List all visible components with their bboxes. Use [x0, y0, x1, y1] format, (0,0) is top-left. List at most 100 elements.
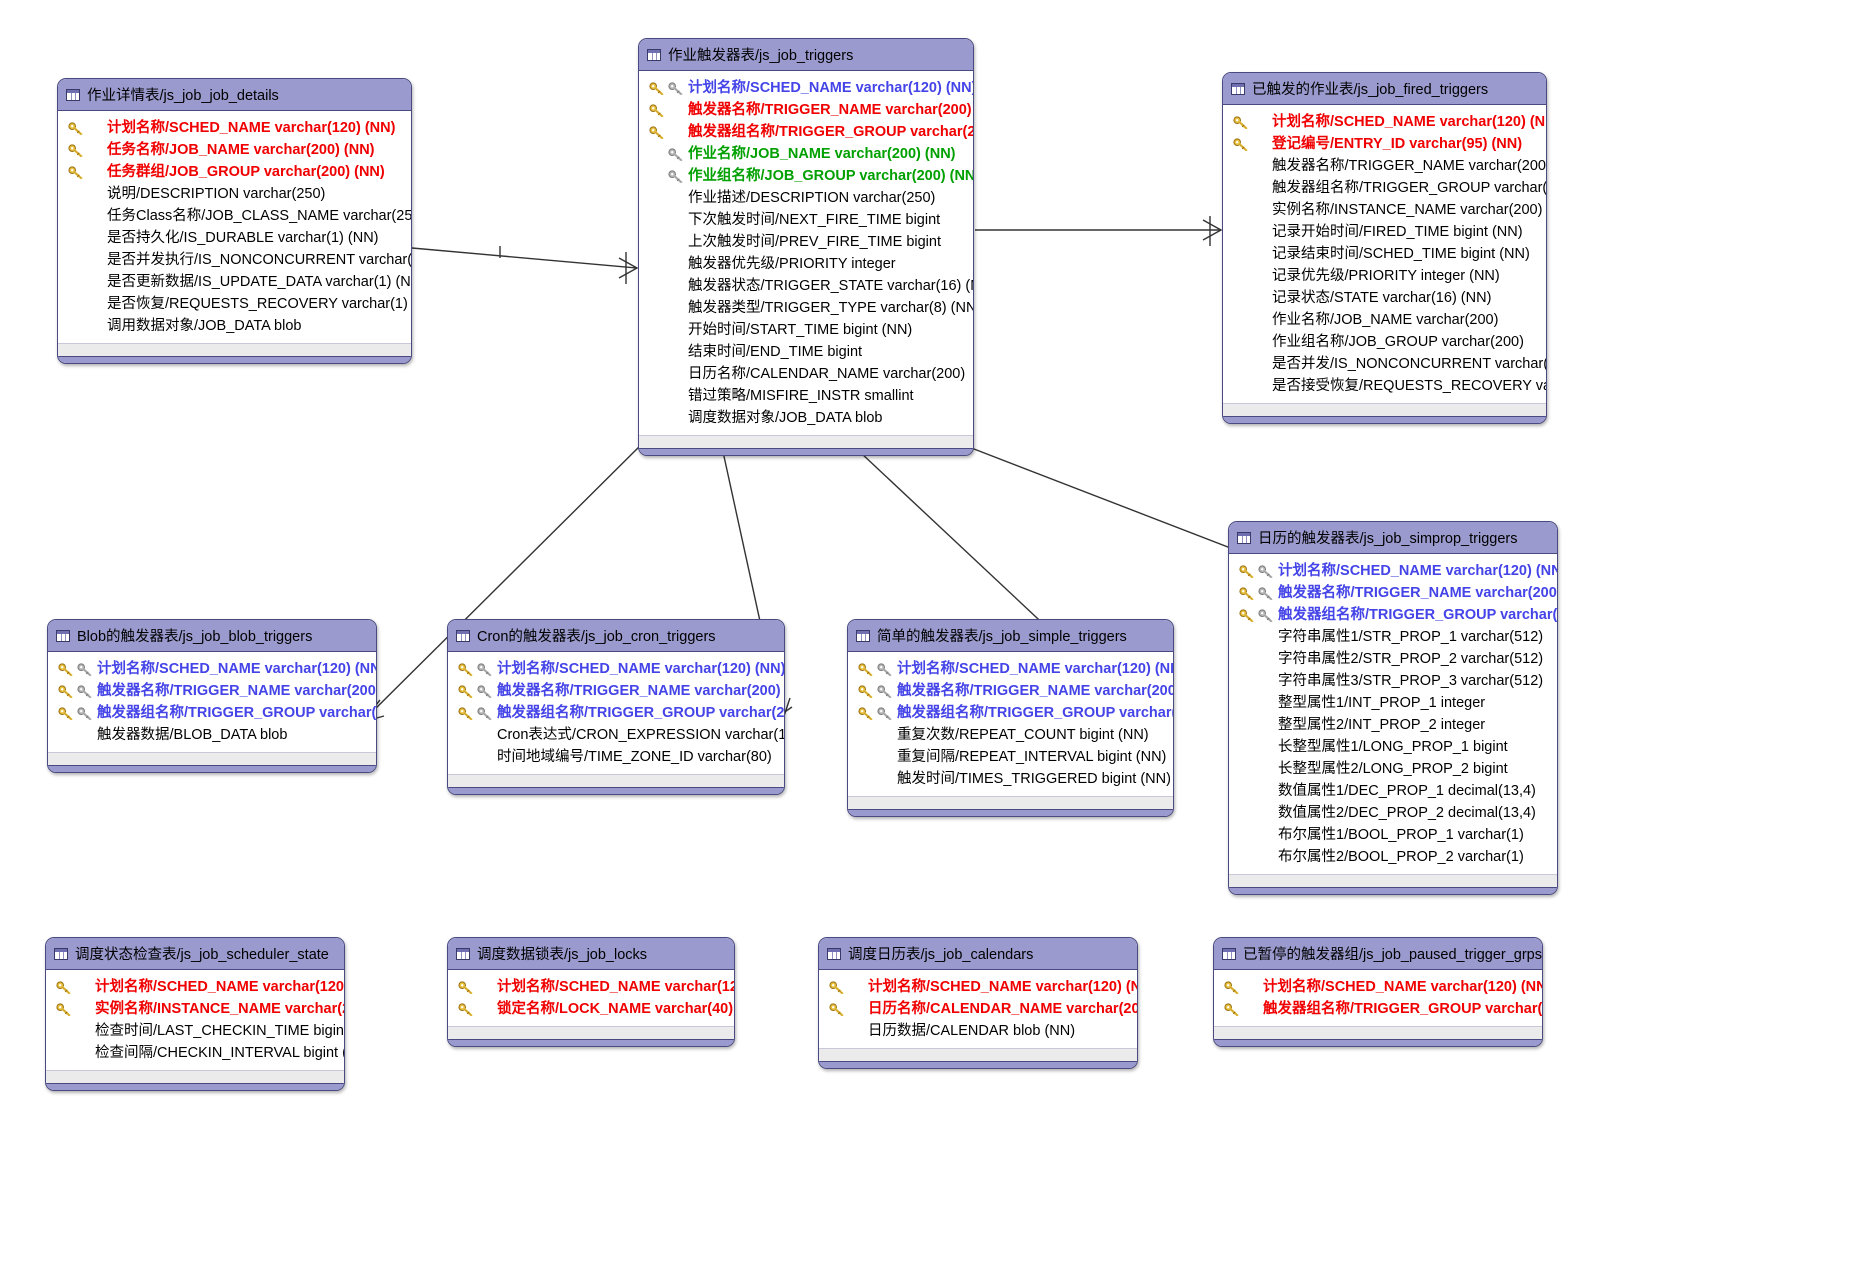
entity-job_cron_triggers[interactable]: Cron的触发器表/js_job_cron_triggers 计划名称/SCHE…	[447, 619, 785, 795]
attribute-row: 是否并发执行/IS_NONCONCURRENT varchar(1) (NN)	[66, 249, 411, 271]
attribute-label: 下次触发时间/NEXT_FIRE_TIME bigint	[688, 211, 941, 228]
entity-job_scheduler_state[interactable]: 调度状态检查表/js_job_scheduler_state 计划名称/SCHE…	[45, 937, 345, 1091]
attribute-label: 触发器组名称/TRIGGER_GROUP varchar(200) (NN)	[1272, 179, 1547, 196]
attribute-row: 作业名称/JOB_NAME varchar(200) (NN)	[647, 143, 963, 165]
attribute-row: 计划名称/SCHED_NAME varchar(120) (NN)	[456, 658, 784, 680]
attribute-label: 调度数据对象/JOB_DATA blob	[688, 409, 883, 426]
entity-header-job_blob_triggers: Blob的触发器表/js_job_blob_triggers	[48, 620, 376, 652]
attribute-row: 是否恢复/REQUESTS_RECOVERY varchar(1) (NN)	[66, 293, 411, 315]
foreign-key-slot	[875, 662, 894, 676]
table-icon	[1222, 947, 1236, 960]
attribute-label: 整型属性2/INT_PROP_2 integer	[1278, 716, 1486, 733]
attribute-label: 重复次数/REPEAT_COUNT bigint (NN)	[897, 726, 1149, 743]
attribute-row: 日历名称/CALENDAR_NAME varchar(200) (NN)	[827, 998, 1137, 1020]
entity-job_blob_triggers[interactable]: Blob的触发器表/js_job_blob_triggers 计划名称/SCHE…	[47, 619, 377, 773]
attribute-list-job_locks: 计划名称/SCHED_NAME varchar(120) (NN) 锁定名称/L…	[448, 970, 734, 1026]
attribute-label: 检查间隔/CHECKIN_INTERVAL bigint (NN)	[95, 1044, 345, 1061]
foreign-key-slot	[875, 684, 894, 698]
entity-footer	[1223, 403, 1546, 416]
entity-job_paused_trigger_grps[interactable]: 已暂停的触发器组/js_job_paused_trigger_grps 计划名称…	[1213, 937, 1543, 1047]
attribute-label: 计划名称/SCHED_NAME varchar(120) (NN)	[1278, 562, 1558, 579]
attribute-row: 计划名称/SCHED_NAME varchar(120) (NN)	[1231, 111, 1546, 133]
primary-key-icon	[458, 684, 473, 698]
primary-key-slot	[66, 165, 85, 179]
attribute-row: 触发器组名称/TRIGGER_GROUP varchar(200) (NN)	[856, 702, 1173, 724]
table-icon	[456, 629, 470, 642]
entity-job_job_details[interactable]: 作业详情表/js_job_job_details 计划名称/SCHED_NAME…	[57, 78, 412, 364]
primary-key-slot	[456, 662, 475, 676]
attribute-label: 是否持久化/IS_DURABLE varchar(1) (NN)	[107, 229, 379, 246]
primary-key-slot	[1231, 137, 1250, 151]
entity-job_simple_triggers[interactable]: 简单的触发器表/js_job_simple_triggers 计划名称/SCHE…	[847, 619, 1174, 817]
foreign-key-icon	[877, 662, 892, 676]
attribute-row: 长整型属性1/LONG_PROP_1 bigint	[1237, 736, 1547, 758]
attribute-label: 计划名称/SCHED_NAME varchar(120) (NN)	[497, 978, 734, 995]
attribute-row: 数值属性1/DEC_PROP_1 decimal(13,4)	[1237, 780, 1547, 802]
attribute-label: 触发器数据/BLOB_DATA blob	[97, 726, 288, 743]
attribute-list-job_simple_triggers: 计划名称/SCHED_NAME varchar(120) (NN) 触发器名称/…	[848, 652, 1173, 796]
attribute-label: 记录状态/STATE varchar(16) (NN)	[1272, 289, 1492, 306]
attribute-row: 触发器组名称/TRIGGER_GROUP varchar(200) (NN)	[1237, 604, 1557, 626]
attribute-row: 计划名称/SCHED_NAME varchar(120) (NN)	[856, 658, 1173, 680]
attribute-label: 字符串属性1/STR_PROP_1 varchar(512)	[1278, 628, 1544, 645]
primary-key-slot	[54, 980, 73, 994]
attribute-row: 是否持久化/IS_DURABLE varchar(1) (NN)	[66, 227, 401, 249]
attribute-row: 记录状态/STATE varchar(16) (NN)	[1231, 287, 1536, 309]
attribute-row: 计划名称/SCHED_NAME varchar(120) (NN)	[56, 658, 376, 680]
entity-footer-bar	[848, 809, 1173, 816]
foreign-key-slot	[1256, 608, 1275, 622]
entity-job_locks[interactable]: 调度数据锁表/js_job_locks 计划名称/SCHED_NAME varc…	[447, 937, 735, 1047]
attribute-label: 上次触发时间/PREV_FIRE_TIME bigint	[688, 233, 941, 250]
attribute-row: 计划名称/SCHED_NAME varchar(120) (NN)	[827, 976, 1137, 998]
attribute-label: 重复间隔/REPEAT_INTERVAL bigint (NN)	[897, 748, 1167, 765]
primary-key-slot	[66, 121, 85, 135]
entity-job_triggers[interactable]: 作业触发器表/js_job_triggers 计划名称/SCHED_NAME v…	[638, 38, 974, 456]
attribute-list-job_scheduler_state: 计划名称/SCHED_NAME varchar(120) (NN) 实例名称/I…	[46, 970, 344, 1070]
primary-key-slot	[647, 103, 666, 117]
entity-title-job_calendars: 调度日历表/js_job_calendars	[848, 947, 1034, 963]
attribute-label: 触发器状态/TRIGGER_STATE varchar(16) (NN)	[688, 277, 974, 294]
primary-key-slot	[56, 662, 75, 676]
primary-key-icon	[858, 662, 873, 676]
attribute-list-job_cron_triggers: 计划名称/SCHED_NAME varchar(120) (NN) 触发器名称/…	[448, 652, 784, 774]
attribute-label: 日历名称/CALENDAR_NAME varchar(200)	[688, 365, 966, 382]
attribute-row: 日历数据/CALENDAR blob (NN)	[827, 1020, 1127, 1042]
attribute-row: 重复间隔/REPEAT_INTERVAL bigint (NN)	[856, 746, 1167, 768]
attribute-label: 作业名称/JOB_NAME varchar(200) (NN)	[688, 145, 956, 162]
attribute-label: 触发器名称/TRIGGER_NAME varchar(200) (NN)	[97, 682, 377, 699]
foreign-key-slot	[875, 706, 894, 720]
entity-footer-bar	[58, 356, 411, 363]
table-icon	[1231, 82, 1245, 95]
table-icon	[647, 48, 661, 61]
attribute-row: 触发器组名称/TRIGGER_GROUP varchar(200) (NN)	[1222, 998, 1542, 1020]
attribute-label: 布尔属性2/BOOL_PROP_2 varchar(1)	[1278, 848, 1524, 865]
entity-job_fired_triggers[interactable]: 已触发的作业表/js_job_fired_triggers 计划名称/SCHED…	[1222, 72, 1547, 424]
entity-header-job_triggers: 作业触发器表/js_job_triggers	[639, 39, 973, 71]
entity-job_simprop_triggers[interactable]: 日历的触发器表/js_job_simprop_triggers 计划名称/SCH…	[1228, 521, 1558, 895]
entity-title-job_paused_trigger_grps: 已暂停的触发器组/js_job_paused_trigger_grps	[1243, 947, 1542, 963]
attribute-row: 触发器名称/TRIGGER_NAME varchar(200) (NN)	[56, 680, 376, 702]
foreign-key-slot	[75, 706, 94, 720]
table-icon	[856, 629, 870, 642]
attribute-row: 记录开始时间/FIRED_TIME bigint (NN)	[1231, 221, 1536, 243]
attribute-row: 计划名称/SCHED_NAME varchar(120) (NN)	[647, 77, 973, 99]
attribute-label: 记录结束时间/SCHED_TIME bigint (NN)	[1272, 245, 1530, 262]
attribute-label: 计划名称/SCHED_NAME varchar(120) (NN)	[688, 79, 974, 96]
primary-key-slot	[54, 1002, 73, 1016]
attribute-label: 字符串属性3/STR_PROP_3 varchar(512)	[1278, 672, 1544, 689]
entity-title-job_triggers: 作业触发器表/js_job_triggers	[668, 48, 854, 64]
primary-key-slot	[1222, 1002, 1241, 1016]
entity-job_calendars[interactable]: 调度日历表/js_job_calendars 计划名称/SCHED_NAME v…	[818, 937, 1138, 1069]
attribute-row: 计划名称/SCHED_NAME varchar(120) (NN)	[456, 976, 734, 998]
attribute-label: 触发器组名称/TRIGGER_GROUP varchar(200) (NN)	[1278, 606, 1558, 623]
attribute-list-job_triggers: 计划名称/SCHED_NAME varchar(120) (NN) 触发器名称/…	[639, 71, 973, 435]
attribute-label: 实例名称/INSTANCE_NAME varchar(200) (NN)	[95, 1000, 344, 1017]
attribute-label: 任务群组/JOB_GROUP varchar(200) (NN)	[107, 163, 385, 180]
attribute-row: 字符串属性3/STR_PROP_3 varchar(512)	[1237, 670, 1547, 692]
attribute-label: 任务Class名称/JOB_CLASS_NAME varchar(250) (N…	[107, 207, 412, 224]
foreign-key-slot	[475, 684, 494, 698]
foreign-key-icon	[1258, 564, 1273, 578]
attribute-row: 长整型属性2/LONG_PROP_2 bigint	[1237, 758, 1547, 780]
primary-key-slot	[1237, 608, 1256, 622]
foreign-key-slot	[75, 662, 94, 676]
